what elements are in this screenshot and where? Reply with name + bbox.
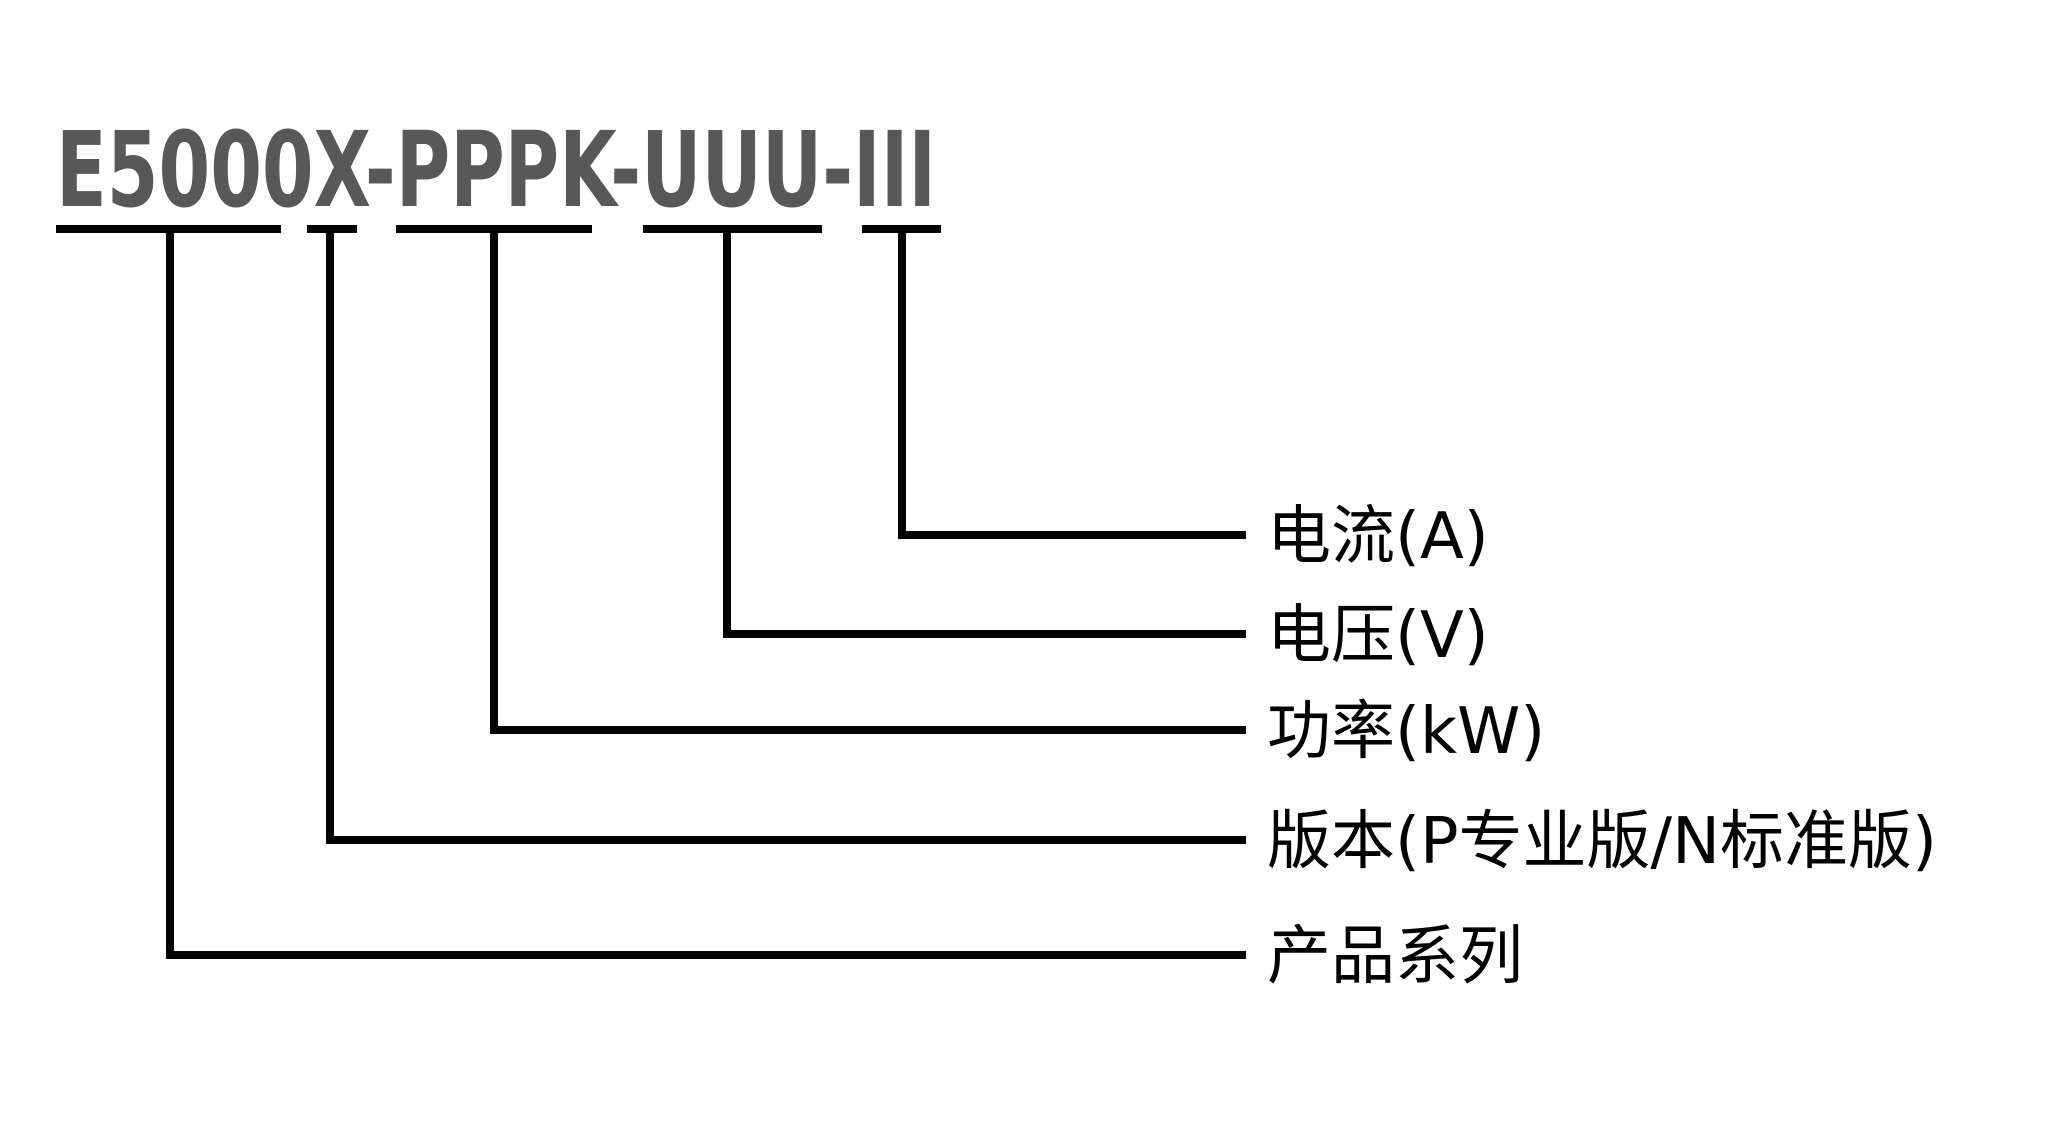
segment-version: 版本(P专业版/N标准版) — [307, 225, 1937, 879]
segment-current: 电流(A) — [862, 225, 1489, 574]
model-code: E5000X-PPPK-UUU-III — [56, 109, 936, 231]
segment-voltage: 电压(V) — [643, 225, 1489, 673]
connector-current — [898, 229, 1246, 539]
connector-product-series — [166, 229, 1246, 959]
connector-power — [490, 229, 1246, 734]
segment-product-series: 产品系列 — [56, 225, 1523, 994]
segment-power: 功率(kW) — [396, 225, 1545, 769]
connector-version — [326, 229, 1246, 844]
connector-voltage — [723, 229, 1246, 638]
label-power: 功率(kW) — [1267, 695, 1545, 769]
label-version: 版本(P专业版/N标准版) — [1267, 805, 1937, 879]
label-voltage: 电压(V) — [1267, 599, 1489, 673]
label-current: 电流(A) — [1267, 500, 1489, 574]
label-product-series: 产品系列 — [1267, 920, 1523, 994]
